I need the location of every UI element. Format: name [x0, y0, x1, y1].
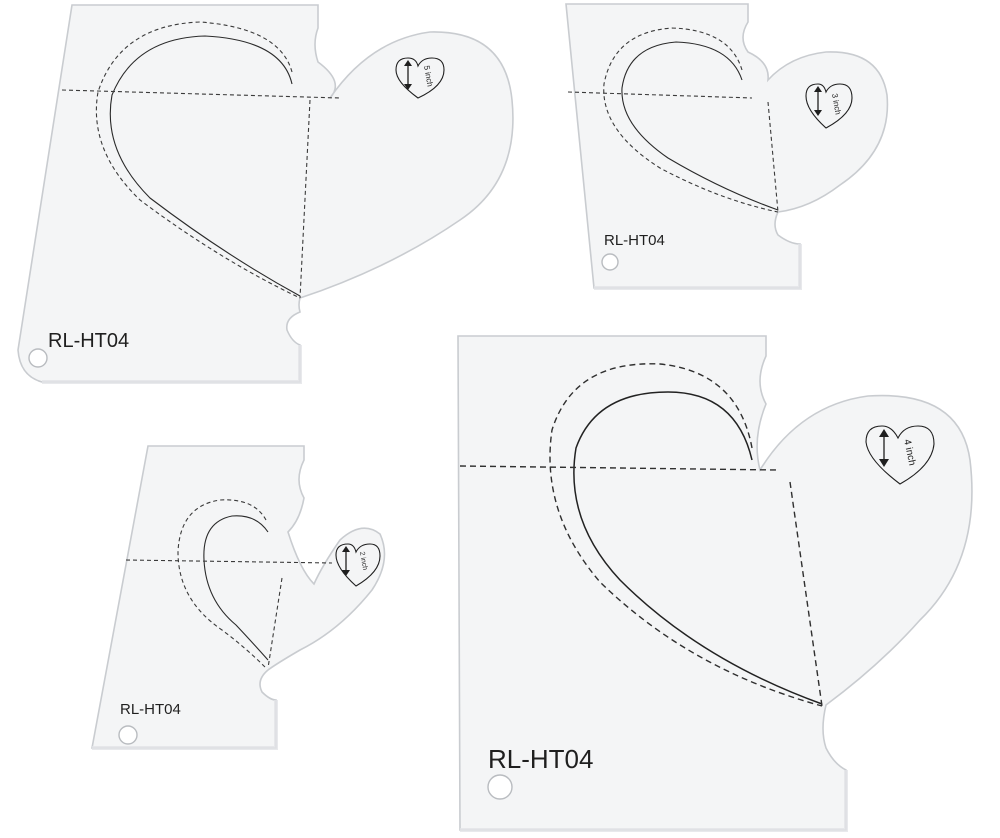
hanging-hole: [601, 253, 619, 271]
size-label: 3 inch: [830, 93, 843, 116]
hanging-hole: [487, 774, 513, 800]
model-code: RL-HT04: [120, 701, 181, 718]
template-3-inch: 3 inch RL-HT04: [565, 3, 889, 290]
template-5-inch: 5 inch RL-HT04: [17, 4, 514, 384]
size-badge-5-inch: 5 inch: [395, 57, 445, 99]
size-badge-2-inch: 2 inch: [335, 543, 381, 587]
size-label: 4 inch: [901, 438, 917, 466]
template-4-inch: 4 inch RL-HT04: [457, 335, 973, 832]
hanging-hole: [118, 725, 138, 745]
model-code: RL-HT04: [488, 744, 593, 774]
hanging-hole: [28, 348, 48, 368]
model-code: RL-HT04: [48, 330, 129, 352]
size-label: 2 inch: [358, 551, 368, 571]
size-label: 5 inch: [422, 65, 435, 88]
size-badge-4-inch: 4 inch: [865, 425, 935, 485]
model-code: RL-HT04: [604, 232, 665, 249]
size-badge-3-inch: 3 inch: [805, 83, 853, 129]
template-2-inch: 2 inch RL-HT04: [91, 445, 386, 750]
